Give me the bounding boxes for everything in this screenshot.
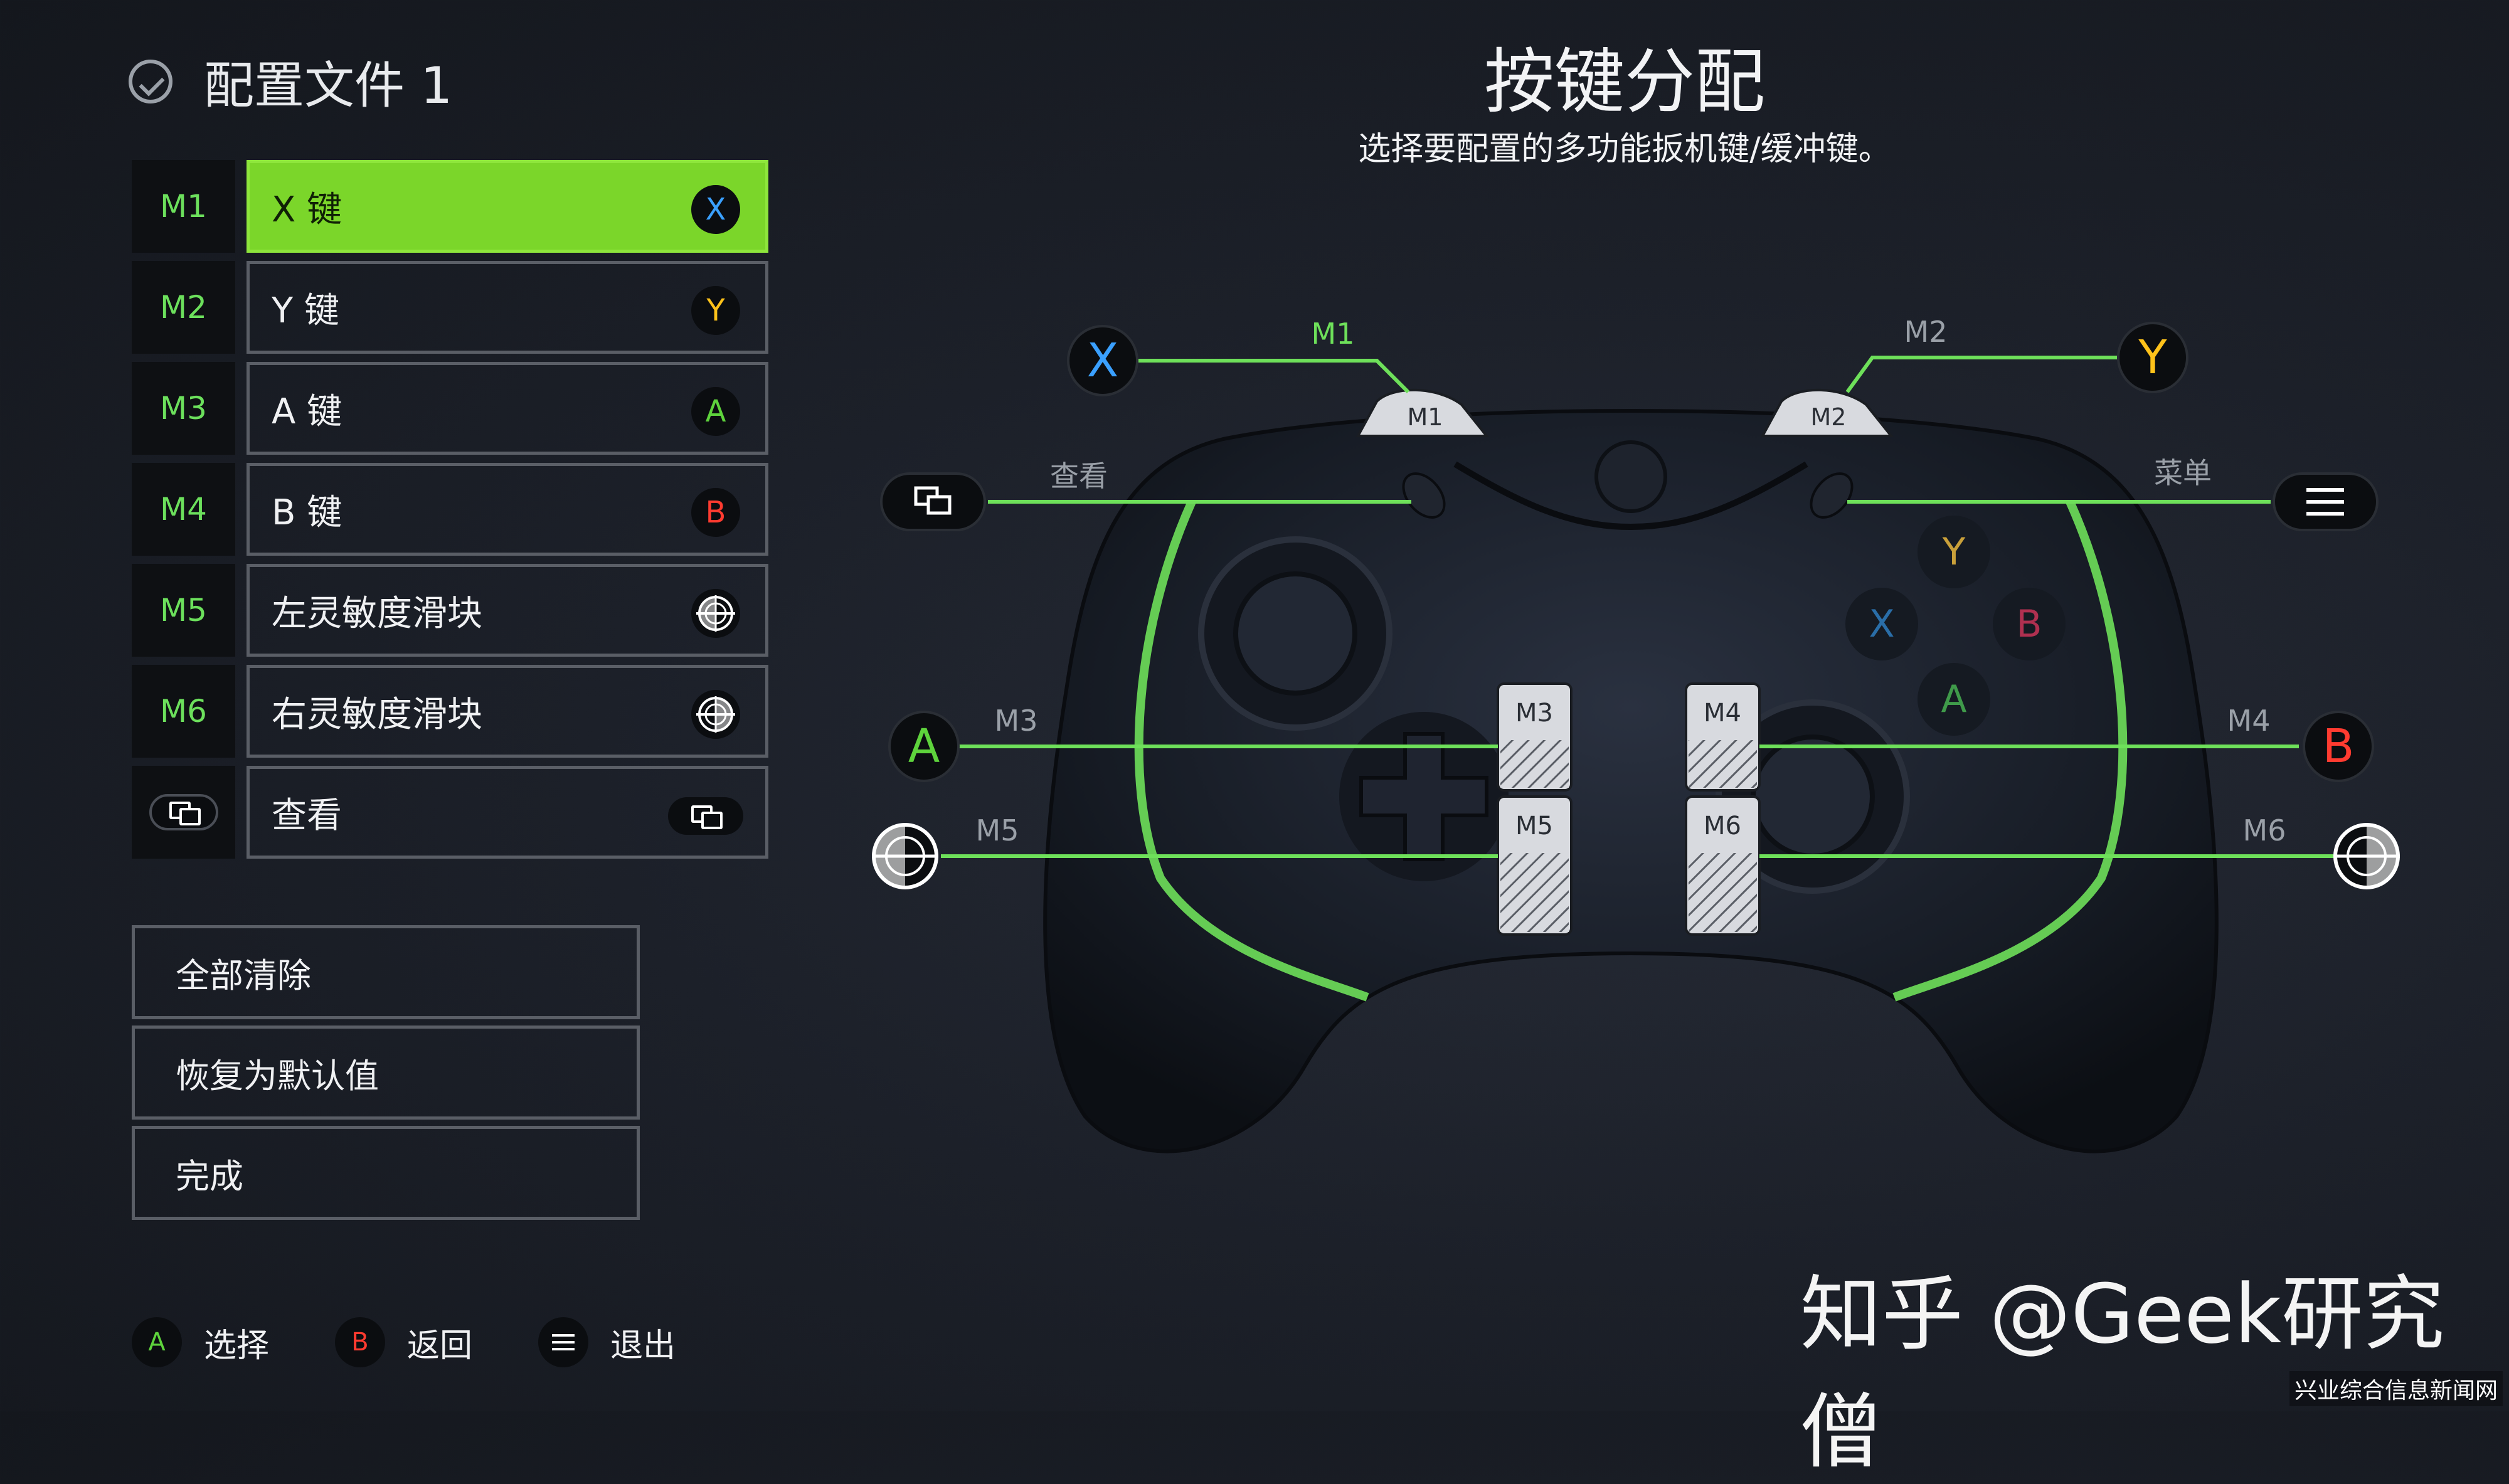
m6-callout-label: M6 bbox=[2243, 814, 2286, 847]
callout-lines bbox=[941, 356, 2333, 858]
profile-title: 配置文件 1 bbox=[204, 56, 453, 115]
y-callout-icon: Y bbox=[2117, 322, 2188, 393]
view-icon bbox=[668, 797, 743, 835]
m2-bumper bbox=[1760, 388, 1894, 437]
assignment-row-m2[interactable]: M2 Y 键 Y bbox=[132, 261, 768, 354]
m1-bumper bbox=[1355, 388, 1490, 437]
assignment-cell[interactable]: X 键 X bbox=[247, 160, 768, 253]
assignment-row-m4[interactable]: M4 B 键 B bbox=[132, 463, 768, 556]
b-button-icon: B bbox=[691, 488, 740, 537]
page-subtitle: 选择要配置的多功能扳机键/缓冲键。 bbox=[1358, 130, 1891, 168]
menu-callout-icon bbox=[2273, 472, 2379, 531]
y-button-icon: Y bbox=[691, 286, 740, 335]
left-sensitivity-icon bbox=[691, 589, 740, 638]
m1-callout-label: M1 bbox=[1312, 317, 1355, 351]
m4-paddle: M4 bbox=[1685, 682, 1761, 792]
m1-bumper-label: M1 bbox=[1408, 403, 1443, 431]
m2-callout-label: M2 bbox=[1904, 315, 1948, 349]
m5-callout-label: M5 bbox=[976, 814, 1019, 847]
back-hint[interactable]: 返回 bbox=[407, 1327, 473, 1365]
menu-callout-label: 菜单 bbox=[2154, 456, 2212, 490]
svg-text:A: A bbox=[908, 719, 940, 773]
assignment-cell[interactable]: 左灵敏度滑块 bbox=[247, 564, 768, 657]
a-button-icon: A bbox=[132, 1317, 182, 1367]
assignment-label: B 键 bbox=[272, 492, 342, 533]
watermark: 知乎 @Geek研究僧 bbox=[1800, 1266, 2445, 1480]
assignment-label: Y 键 bbox=[272, 290, 340, 331]
a-face-button: A bbox=[1941, 677, 1966, 721]
y-face-button: Y bbox=[1942, 530, 1966, 574]
a-button-icon: A bbox=[691, 387, 740, 436]
assignment-label: 右灵敏度滑块 bbox=[272, 694, 482, 735]
done-button[interactable]: 完成 bbox=[132, 1126, 640, 1220]
assignment-cell[interactable]: B 键 B bbox=[247, 463, 768, 556]
exit-hint[interactable]: 退出 bbox=[610, 1327, 676, 1365]
right-sensitivity-icon bbox=[691, 690, 740, 739]
assignment-list: M1 X 键 X M2 Y 键 Y M3 A 键 A M4 B 键 B M5 左… bbox=[132, 160, 768, 867]
controller-diagram: Y X B A M1 M2 M3 M5 M4 M6 M1 bbox=[872, 315, 2400, 1153]
m3-paddle-label: M3 bbox=[1515, 699, 1553, 728]
right-sensitivity-callout-icon bbox=[2333, 823, 2400, 889]
controller-body: Y X B A bbox=[1043, 409, 2219, 1153]
assignment-label: X 键 bbox=[272, 189, 342, 230]
m2-bumper-label: M2 bbox=[1811, 403, 1847, 431]
page-title: 按键分配 bbox=[1484, 41, 1765, 123]
restore-default-button[interactable]: 恢复为默认值 bbox=[132, 1026, 640, 1120]
x-callout-icon: X bbox=[1067, 325, 1138, 396]
row-tag: M4 bbox=[132, 463, 235, 556]
corner-watermark: 兴业综合信息新闻网 bbox=[2289, 1371, 2503, 1406]
row-tag: M2 bbox=[132, 261, 235, 354]
assignment-cell[interactable]: 查看 bbox=[247, 766, 768, 859]
assignment-cell[interactable]: Y 键 Y bbox=[247, 261, 768, 354]
assignment-label: 查看 bbox=[272, 795, 342, 836]
x-button-icon: X bbox=[691, 185, 740, 234]
m5-paddle: M5 bbox=[1497, 795, 1573, 936]
m3-callout-label: M3 bbox=[995, 704, 1038, 738]
assignment-row-m1[interactable]: M1 X 键 X bbox=[132, 160, 768, 253]
menu-icon bbox=[538, 1317, 589, 1367]
row-tag: M3 bbox=[132, 362, 235, 455]
m6-paddle-label: M6 bbox=[1704, 812, 1741, 840]
check-circle-icon bbox=[129, 60, 172, 103]
b-face-button: B bbox=[2016, 602, 2042, 646]
profile-header: 配置文件 1 bbox=[129, 50, 452, 115]
a-callout-icon: A bbox=[888, 711, 960, 782]
m4-paddle-label: M4 bbox=[1704, 699, 1741, 728]
assignment-label: 左灵敏度滑块 bbox=[272, 593, 482, 634]
select-hint[interactable]: 选择 bbox=[204, 1327, 270, 1365]
svg-text:Y: Y bbox=[2138, 331, 2167, 384]
assignment-row-m3[interactable]: M3 A 键 A bbox=[132, 362, 768, 455]
x-face-button: X bbox=[1869, 602, 1894, 646]
assignment-row-view[interactable]: 查看 bbox=[132, 766, 768, 859]
m5-paddle-label: M5 bbox=[1515, 812, 1553, 840]
assignment-label: A 键 bbox=[272, 391, 342, 432]
footer-hints: A 选择 B 返回 退出 bbox=[132, 1314, 741, 1370]
m6-paddle: M6 bbox=[1685, 795, 1761, 936]
b-button-icon: B bbox=[335, 1317, 386, 1367]
m4-callout-label: M4 bbox=[2227, 704, 2271, 738]
clear-all-button[interactable]: 全部清除 bbox=[132, 925, 640, 1019]
row-tag bbox=[132, 766, 235, 859]
action-buttons: 全部清除 恢复为默认值 完成 bbox=[132, 925, 640, 1226]
b-callout-icon: B bbox=[2303, 711, 2374, 782]
svg-text:X: X bbox=[1087, 334, 1119, 388]
m3-paddle: M3 bbox=[1497, 682, 1573, 792]
row-tag: M6 bbox=[132, 665, 235, 758]
view-icon bbox=[149, 794, 218, 830]
left-sensitivity-callout-icon bbox=[872, 823, 938, 889]
row-tag: M5 bbox=[132, 564, 235, 657]
assignment-row-m6[interactable]: M6 右灵敏度滑块 bbox=[132, 665, 768, 758]
view-callout-label: 查看 bbox=[1050, 459, 1108, 493]
view-callout-icon bbox=[880, 472, 986, 531]
assignment-row-m5[interactable]: M5 左灵敏度滑块 bbox=[132, 564, 768, 657]
row-tag: M1 bbox=[132, 160, 235, 253]
svg-text:B: B bbox=[2323, 719, 2355, 773]
assignment-cell[interactable]: 右灵敏度滑块 bbox=[247, 665, 768, 758]
assignment-cell[interactable]: A 键 A bbox=[247, 362, 768, 455]
